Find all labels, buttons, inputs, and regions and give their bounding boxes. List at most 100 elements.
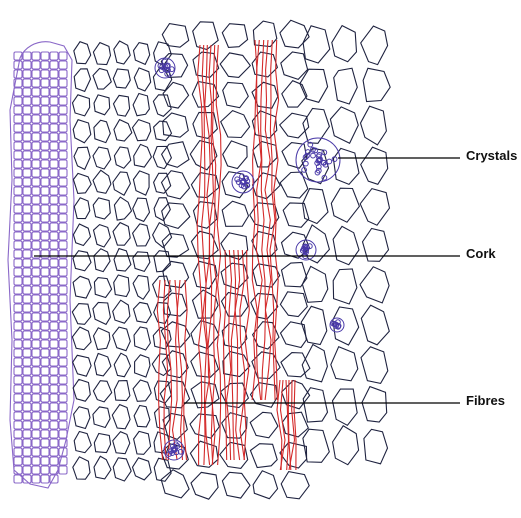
cork-cell [50,241,58,249]
cork-cell [50,160,58,168]
cork-cell [23,79,31,87]
cork-cell [41,169,49,177]
cork-cell [14,214,22,222]
cork-cell [59,367,67,375]
parenchyma-cell [252,111,276,138]
cork-cell [14,286,22,294]
cork-cell [23,358,31,366]
cork-cell [59,385,67,393]
cork-cell [23,88,31,96]
cork-cell [59,52,67,60]
cork-cell [14,151,22,159]
parenchyma-cells [72,20,390,499]
cork-cell [32,133,40,141]
cork-cell [23,421,31,429]
cork-cell [59,232,67,240]
parenchyma-cell [161,470,189,498]
cork-cell [41,313,49,321]
cork-cell [50,187,58,195]
parenchyma-cell [361,147,388,184]
parenchyma-cell [223,352,250,377]
cork-cell [14,124,22,132]
parenchyma-cell [303,388,327,422]
parenchyma-cell [333,426,359,465]
crystal-grain [303,161,308,166]
cork-cell [41,61,49,69]
cork-cell [14,106,22,114]
parenchyma-cell [113,432,130,454]
cork-cell [32,61,40,69]
parenchyma-cell [134,406,150,427]
cork-cell [14,205,22,213]
cork-cell [23,52,31,60]
cork-cell [59,394,67,402]
cork-cell [32,313,40,321]
parenchyma-cell [362,387,387,422]
cork-cell [32,250,40,258]
cork-cell-grid [14,52,67,483]
parenchyma-cell [133,252,150,272]
cork-cell [41,349,49,357]
cork-cell [50,250,58,258]
parenchyma-cell [302,345,327,382]
parenchyma-cell [113,300,130,323]
cork-cell [41,412,49,420]
parenchyma-cell [220,53,250,78]
parenchyma-cell [114,120,132,141]
cork-cell [14,178,22,186]
cork-cell [59,331,67,339]
parenchyma-cell [223,83,249,108]
cork-cell [41,394,49,402]
parenchyma-cell [73,173,91,193]
parenchyma-cell [72,304,91,325]
cork-cell [59,124,67,132]
cork-cell [23,340,31,348]
parenchyma-cell [114,249,131,272]
cork-cell [32,376,40,384]
cork-cell [41,385,49,393]
cork-cell [14,385,22,393]
parenchyma-cell [74,407,90,429]
cork-cell [50,79,58,87]
parenchyma-cell [253,264,280,287]
cork-cell [32,178,40,186]
cork-cell [50,223,58,231]
cork-cell [14,250,22,258]
cork-cell [14,160,22,168]
cork-cell [23,268,31,276]
parenchyma-cell [152,354,171,376]
cork-cell [14,457,22,465]
parenchyma-cell [73,379,90,401]
cork-cell [41,241,49,249]
cork-cell [41,52,49,60]
cork-cell [50,385,58,393]
cork-cell [32,439,40,447]
cork-cell [59,430,67,438]
parenchyma-cell [94,249,110,272]
cork-cell [50,430,58,438]
parenchyma-cell [253,21,276,46]
cork-cell [41,196,49,204]
parenchyma-cell [134,327,150,350]
parenchyma-cell [361,26,388,65]
cork-cell [23,187,31,195]
cork-cell [32,430,40,438]
cork-cell [41,367,49,375]
parenchyma-cell [364,429,388,464]
parenchyma-cell [361,305,389,345]
crystal-grain [311,153,316,158]
cork-cell [50,88,58,96]
cork-cell [50,412,58,420]
cork-cell [14,169,22,177]
cork-cell [50,133,58,141]
cork-cell [59,88,67,96]
cork-cell [59,106,67,114]
cork-cell [32,196,40,204]
cork-cell [41,466,49,474]
cork-cell [32,187,40,195]
parenchyma-cell [114,381,130,401]
parenchyma-cell [94,434,110,453]
parenchyma-cell [74,198,90,219]
cork-cell [23,124,31,132]
cork-cell [50,205,58,213]
